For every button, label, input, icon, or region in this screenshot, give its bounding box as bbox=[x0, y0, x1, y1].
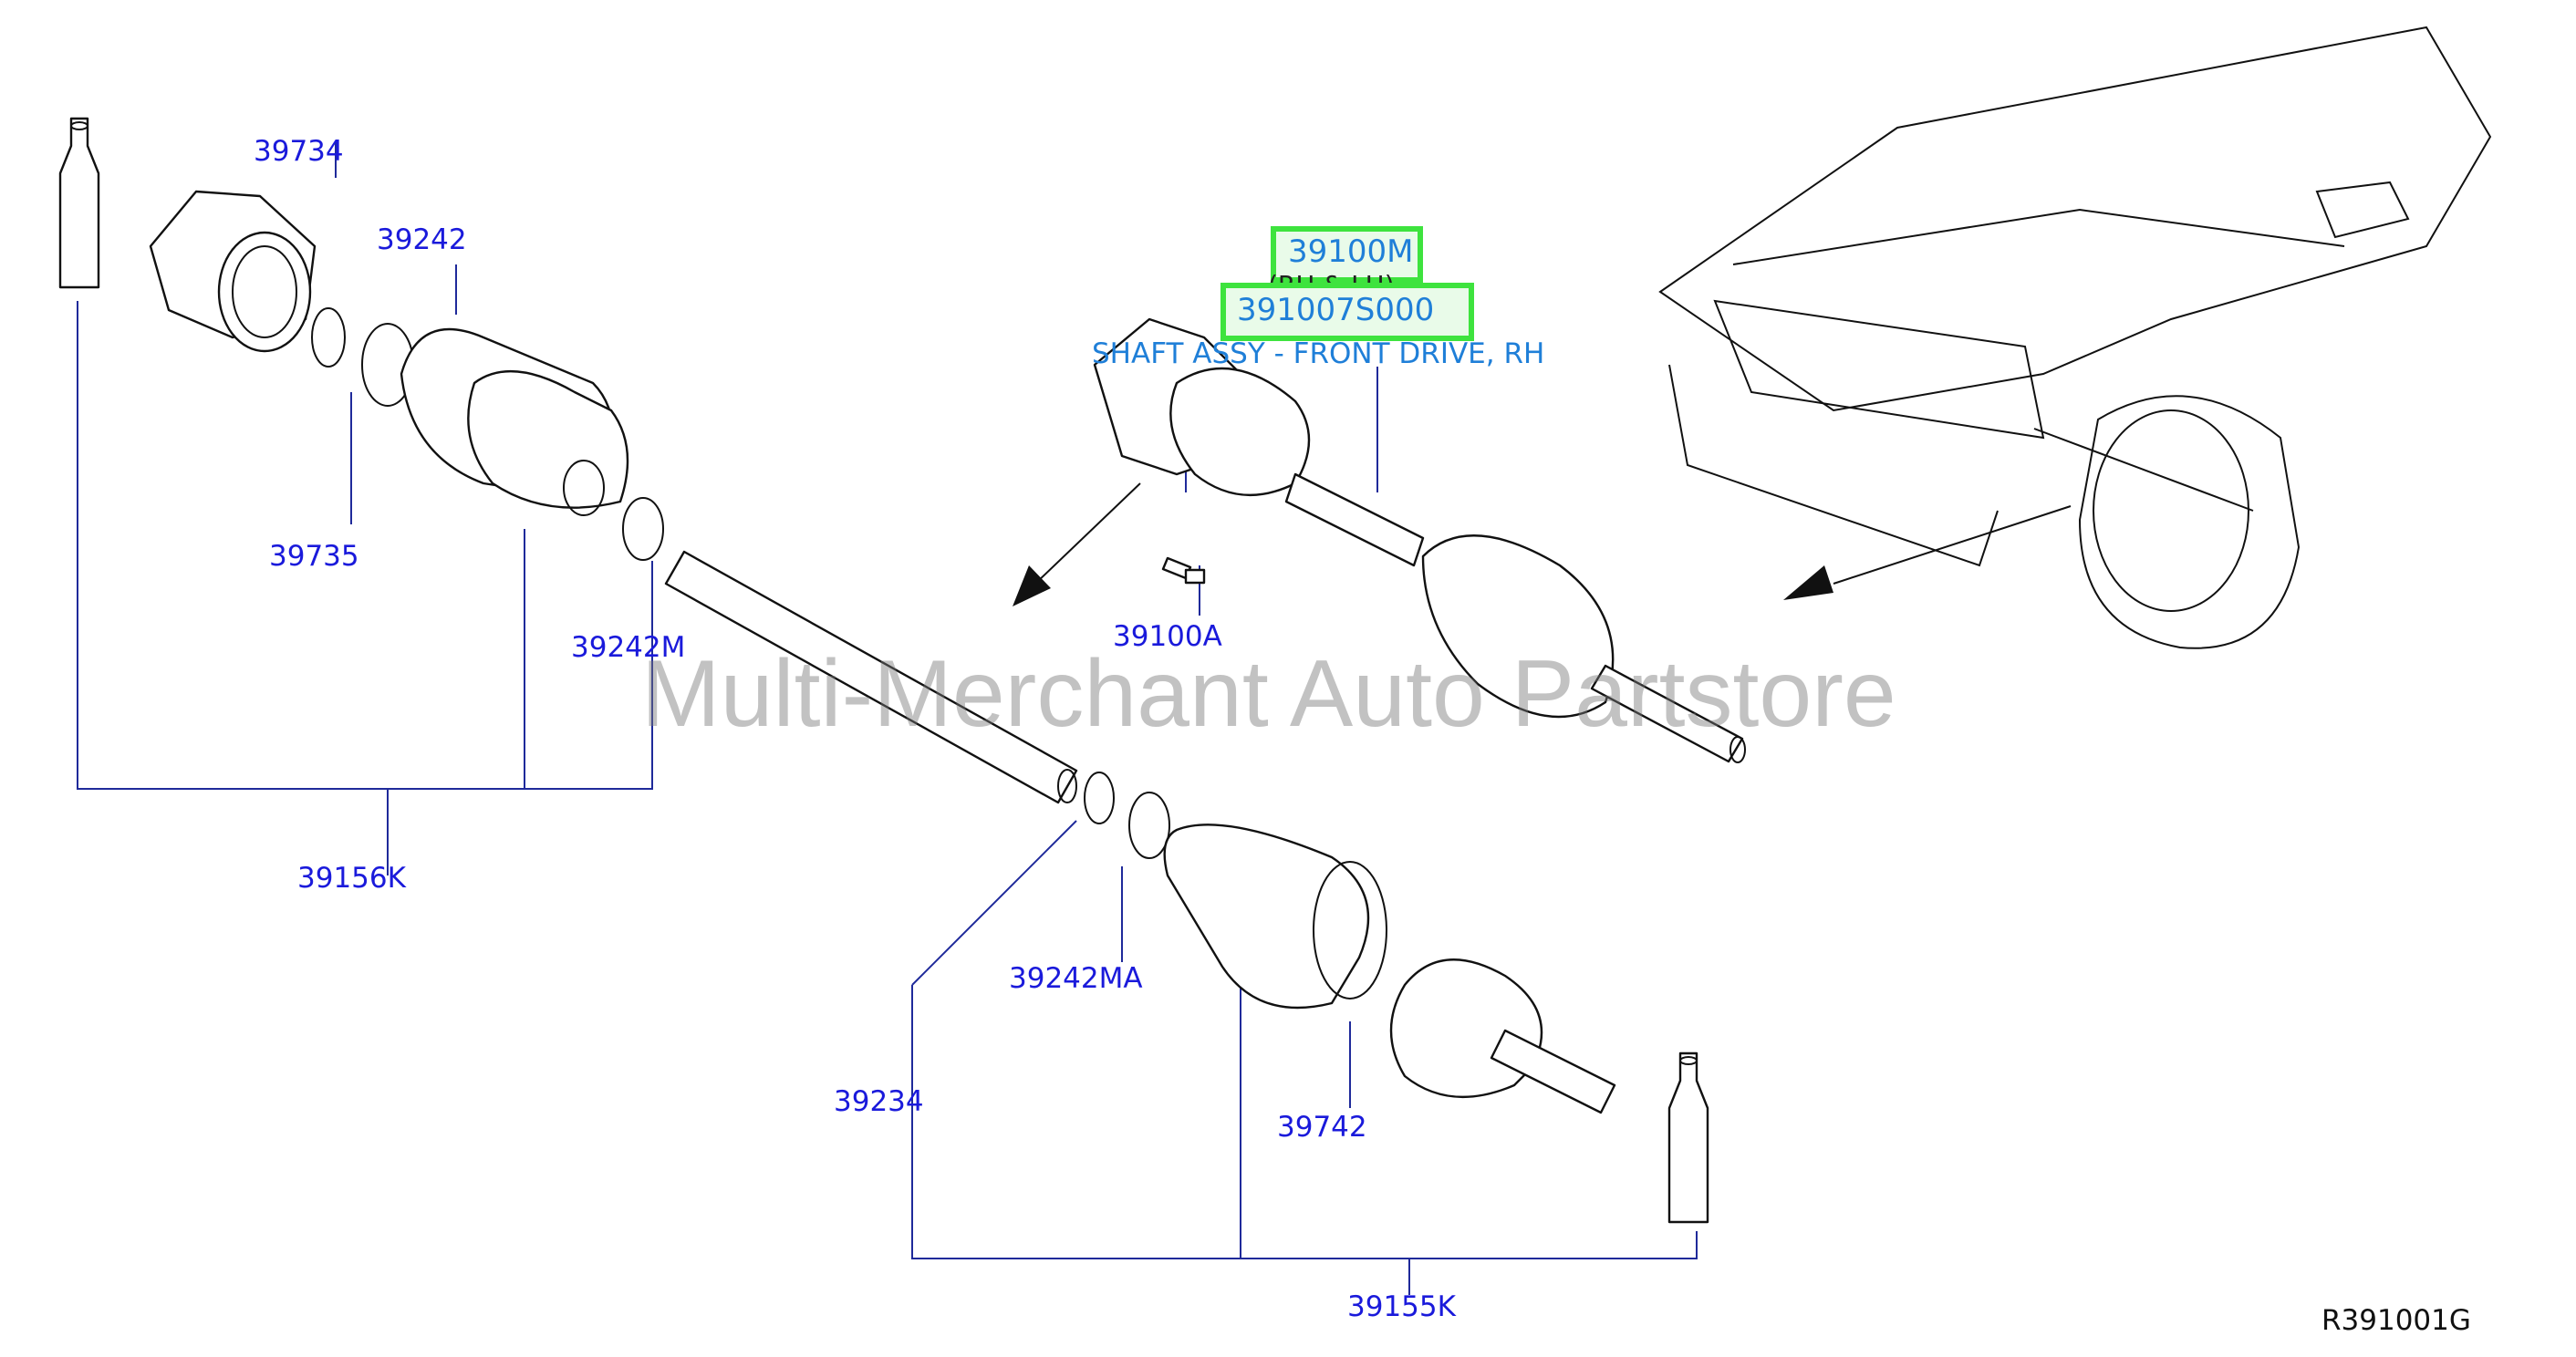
part-label-39156k[interactable]: 39156K bbox=[297, 862, 406, 895]
part-label-39100a[interactable]: 39100A bbox=[1113, 620, 1222, 653]
shaft-assembly bbox=[1093, 317, 1746, 763]
diagram-code: R391001G bbox=[2322, 1304, 2471, 1337]
bolt bbox=[1161, 556, 1206, 585]
bar-shaft bbox=[664, 550, 1078, 804]
part-label-39735[interactable]: 39735 bbox=[269, 540, 359, 573]
watermark: Multi-Merchant Auto Partstore bbox=[641, 641, 1896, 747]
outer-joint-lower bbox=[1389, 958, 1616, 1114]
highlight-box-39100m bbox=[1271, 226, 1423, 283]
part-label-39242m[interactable]: 39242M bbox=[571, 631, 686, 664]
part-label-391007s000[interactable]: 391007S000 bbox=[1237, 292, 1435, 328]
part-label-39742[interactable]: 39742 bbox=[1277, 1111, 1367, 1144]
highlight-box-391007s000 bbox=[1220, 283, 1474, 341]
direction-arrows bbox=[1013, 482, 2072, 606]
grease-tube-left bbox=[58, 117, 100, 289]
part-label-39100m[interactable]: 39100M bbox=[1288, 233, 1414, 270]
grease-tube-right bbox=[1667, 1051, 1709, 1224]
part-description: SHAFT ASSY - FRONT DRIVE, RH bbox=[1092, 337, 1545, 370]
leader-lines bbox=[77, 141, 1698, 1295]
part-label-39234[interactable]: 39234 bbox=[834, 1085, 924, 1118]
part-label-39242ma[interactable]: 39242MA bbox=[1009, 962, 1143, 995]
part-label-39242[interactable]: 39242 bbox=[377, 223, 467, 256]
part-label-39734[interactable]: 39734 bbox=[254, 135, 344, 168]
boot-lower bbox=[1163, 824, 1387, 1010]
boot-left bbox=[400, 327, 629, 516]
joint-housing-left bbox=[149, 190, 317, 353]
vehicle-outline bbox=[1658, 26, 2492, 649]
part-label-39155k[interactable]: 39155K bbox=[1347, 1290, 1456, 1323]
